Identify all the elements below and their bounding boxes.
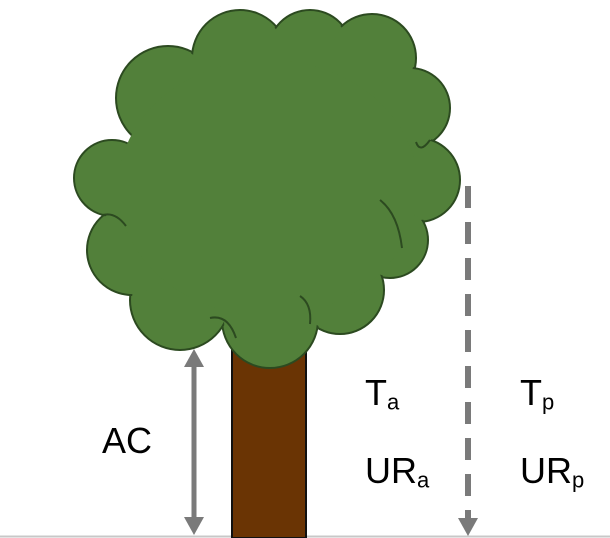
label-ur-p: URp [520, 450, 585, 493]
label-t-p: Tp [520, 372, 555, 415]
label-ac: AC [102, 420, 153, 461]
label-ur-a-main: UR [365, 450, 417, 491]
label-ur-a: URa [365, 450, 430, 493]
tree-crown-fill [76, 12, 458, 366]
label-t-p-sub: p [542, 389, 555, 415]
dashed-down-arrow [458, 186, 478, 536]
label-ur-p-main: UR [520, 450, 572, 491]
ac-height-arrow [184, 349, 204, 535]
label-ur-a-sub: a [417, 467, 430, 493]
label-t-p-main: T [520, 372, 542, 413]
label-t-a-main: T [365, 372, 387, 413]
label-t-a: Ta [365, 372, 400, 415]
label-ur-p-sub: p [572, 467, 585, 493]
label-t-a-sub: a [387, 389, 400, 415]
